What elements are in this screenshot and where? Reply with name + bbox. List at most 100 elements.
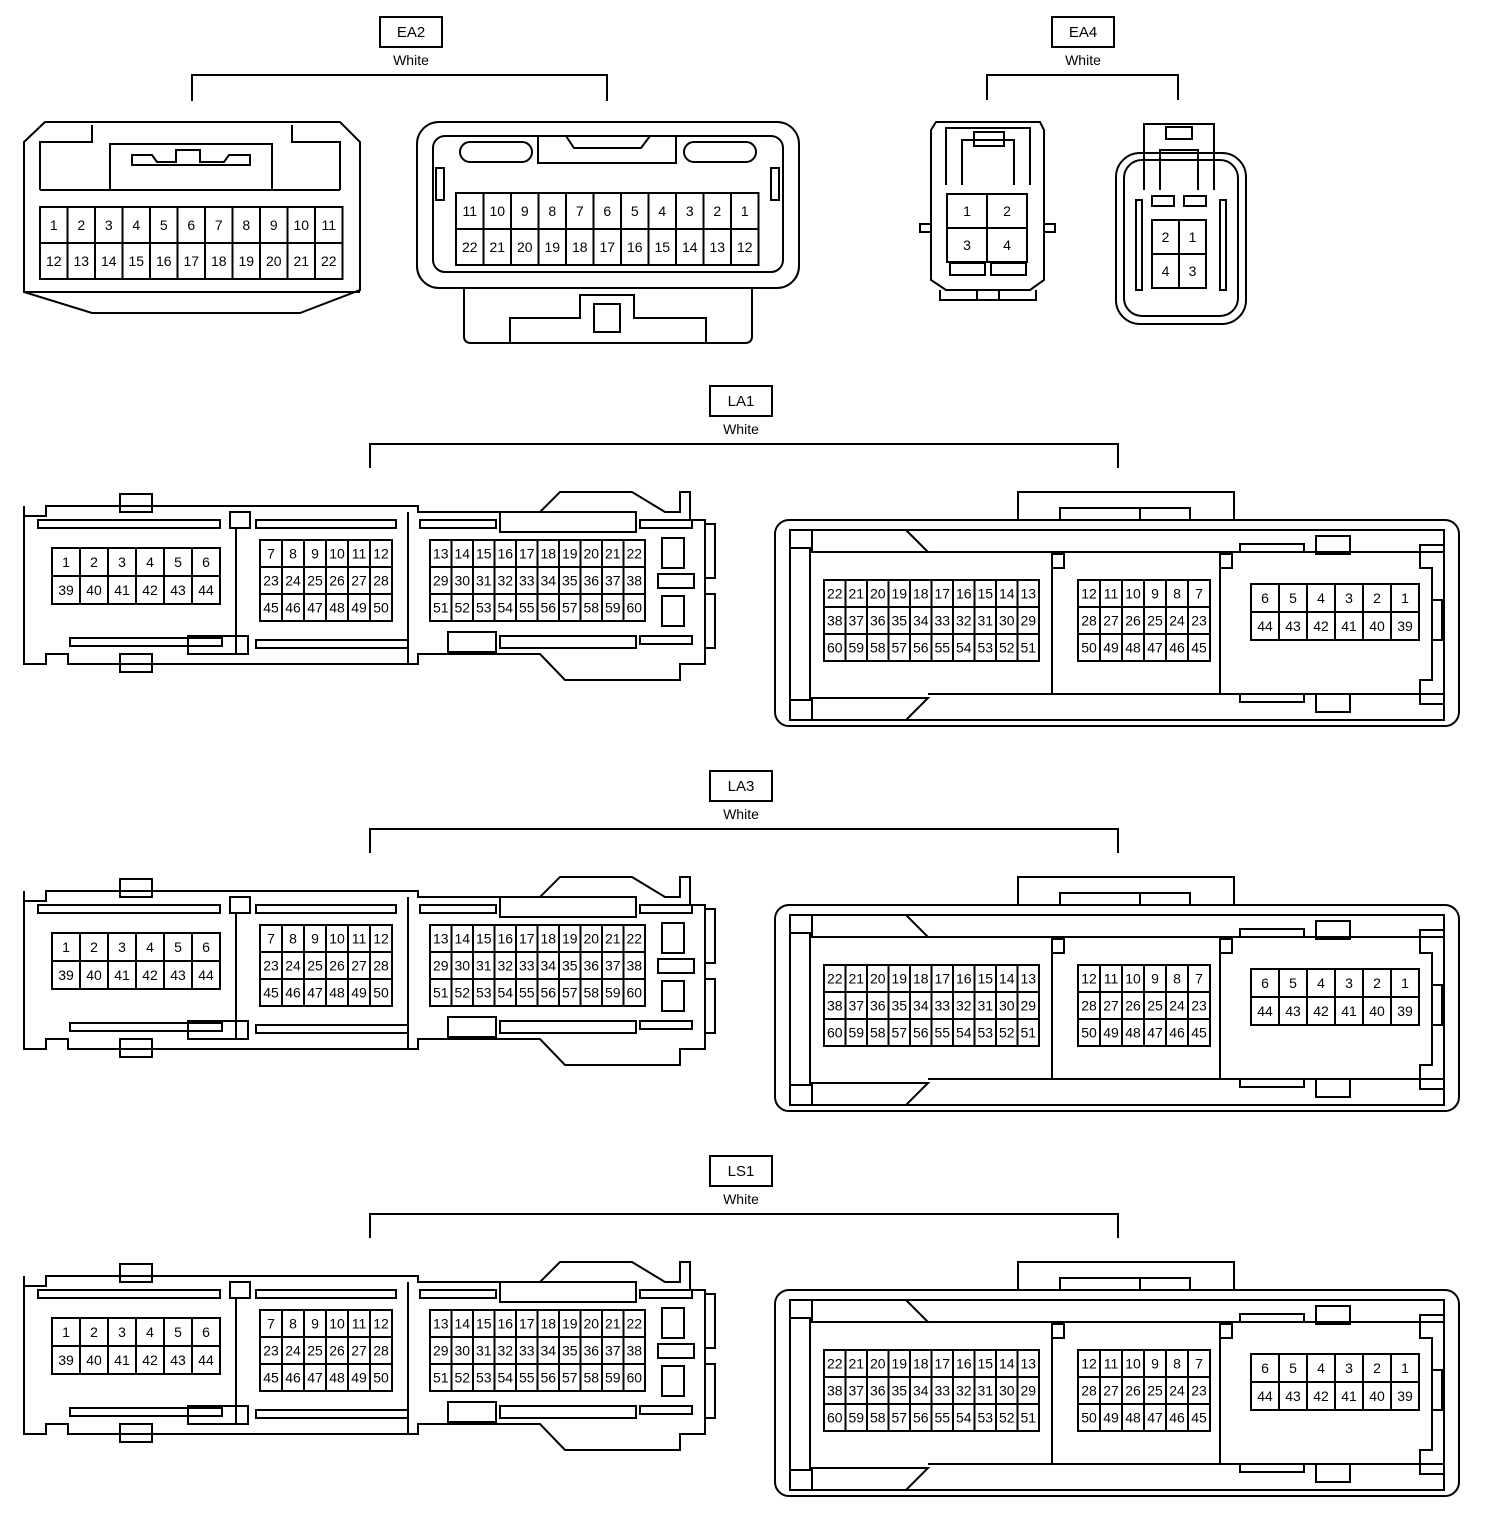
- pin-number: 14: [454, 546, 470, 562]
- pin-number: 34: [913, 1383, 929, 1399]
- pin-number: 35: [562, 1343, 578, 1359]
- pin-number: 4: [1317, 1360, 1325, 1376]
- pin-number: 4: [146, 1324, 154, 1340]
- pin-number: 33: [519, 958, 535, 974]
- pin-number: 25: [307, 1343, 323, 1359]
- pin-number: 15: [977, 971, 993, 987]
- pin-cell: [1390, 611, 1420, 641]
- pin-number: 7: [215, 217, 223, 233]
- pin-cell: [986, 227, 1028, 263]
- pin-number: 42: [1313, 1388, 1329, 1404]
- pin-number: 24: [285, 958, 301, 974]
- pin-number: 24: [1169, 1383, 1185, 1399]
- pin-number: 59: [848, 640, 864, 656]
- pin-number: 34: [913, 613, 929, 629]
- pin-number: 33: [519, 1343, 535, 1359]
- pin-number: 22: [462, 239, 478, 255]
- pin-number: 17: [934, 586, 950, 602]
- pin-number: 59: [605, 985, 621, 1001]
- pin-cell: [1016, 633, 1040, 662]
- pin-number: 7: [1195, 586, 1203, 602]
- pin-number: 57: [562, 985, 578, 1001]
- pin-number: 41: [114, 582, 130, 598]
- pin-number: 60: [626, 600, 642, 616]
- pin-number: 57: [891, 1025, 907, 1041]
- pin-number: 52: [999, 1410, 1015, 1426]
- pin-number: 51: [433, 600, 449, 616]
- pin-number: 52: [454, 985, 470, 1001]
- pin-number: 52: [454, 1370, 470, 1386]
- pin-number: 50: [373, 600, 389, 616]
- pin-number: 53: [977, 640, 993, 656]
- pin-number: 3: [1345, 590, 1353, 606]
- pin-number: 16: [497, 931, 513, 947]
- pin-number: 7: [576, 203, 584, 219]
- connector-label: EA4: [1069, 24, 1097, 41]
- pin-number: 49: [1103, 640, 1119, 656]
- pin-number: 20: [870, 586, 886, 602]
- pin-number: 15: [476, 1316, 492, 1332]
- pin-number: 41: [114, 967, 130, 983]
- pin-number: 14: [999, 1356, 1015, 1372]
- pin-number: 54: [956, 1025, 972, 1041]
- pin-number: 4: [658, 203, 666, 219]
- pin-number: 27: [1103, 998, 1119, 1014]
- pin-number: 40: [1369, 1388, 1385, 1404]
- pin-number: 21: [848, 971, 864, 987]
- pin-number: 14: [999, 971, 1015, 987]
- pin-number: 57: [891, 1410, 907, 1426]
- pin-number: 10: [489, 203, 505, 219]
- pin-number: 13: [433, 1316, 449, 1332]
- pin-number: 43: [170, 582, 186, 598]
- pin-number: 22: [321, 253, 337, 269]
- pin-number: 28: [373, 573, 389, 589]
- pin-number: 29: [1020, 613, 1036, 629]
- pin-number: 3: [963, 237, 971, 253]
- pin-number: 9: [311, 1316, 319, 1332]
- pin-number: 39: [58, 1352, 74, 1368]
- pin-number: 32: [497, 958, 513, 974]
- pin-number: 12: [1081, 586, 1097, 602]
- pin-number: 13: [1020, 1356, 1036, 1372]
- pin-number: 24: [1169, 613, 1185, 629]
- pin-number: 3: [118, 554, 126, 570]
- pin-number: 55: [934, 640, 950, 656]
- pin-number: 42: [1313, 618, 1329, 634]
- pin-number: 9: [270, 217, 278, 233]
- pin-number: 31: [476, 1343, 492, 1359]
- pin-number: 1: [1189, 229, 1197, 245]
- pin-number: 28: [1081, 1383, 1097, 1399]
- pin-number: 12: [1081, 971, 1097, 987]
- pin-number: 31: [476, 573, 492, 589]
- pin-number: 48: [329, 600, 345, 616]
- pin-number: 5: [174, 1324, 182, 1340]
- pin-number: 23: [1191, 613, 1207, 629]
- pin-number: 11: [1104, 971, 1119, 987]
- pin-number: 8: [1173, 586, 1181, 602]
- pin-number: 60: [626, 1370, 642, 1386]
- pin-number: 12: [373, 1316, 389, 1332]
- connector-label-box: [379, 16, 443, 48]
- pin-number: 14: [999, 586, 1015, 602]
- pin-number: 58: [870, 1410, 886, 1426]
- pin-number: 59: [605, 1370, 621, 1386]
- pin-number: 16: [956, 586, 972, 602]
- pin-number: 51: [433, 985, 449, 1001]
- pin-number: 40: [1369, 1003, 1385, 1019]
- pin-number: 36: [583, 1343, 599, 1359]
- pin-number: 42: [142, 582, 158, 598]
- pin-number: 21: [605, 546, 621, 562]
- pin-number: 16: [156, 253, 172, 269]
- pin-number: 45: [1191, 1025, 1207, 1041]
- pin-number: 31: [476, 958, 492, 974]
